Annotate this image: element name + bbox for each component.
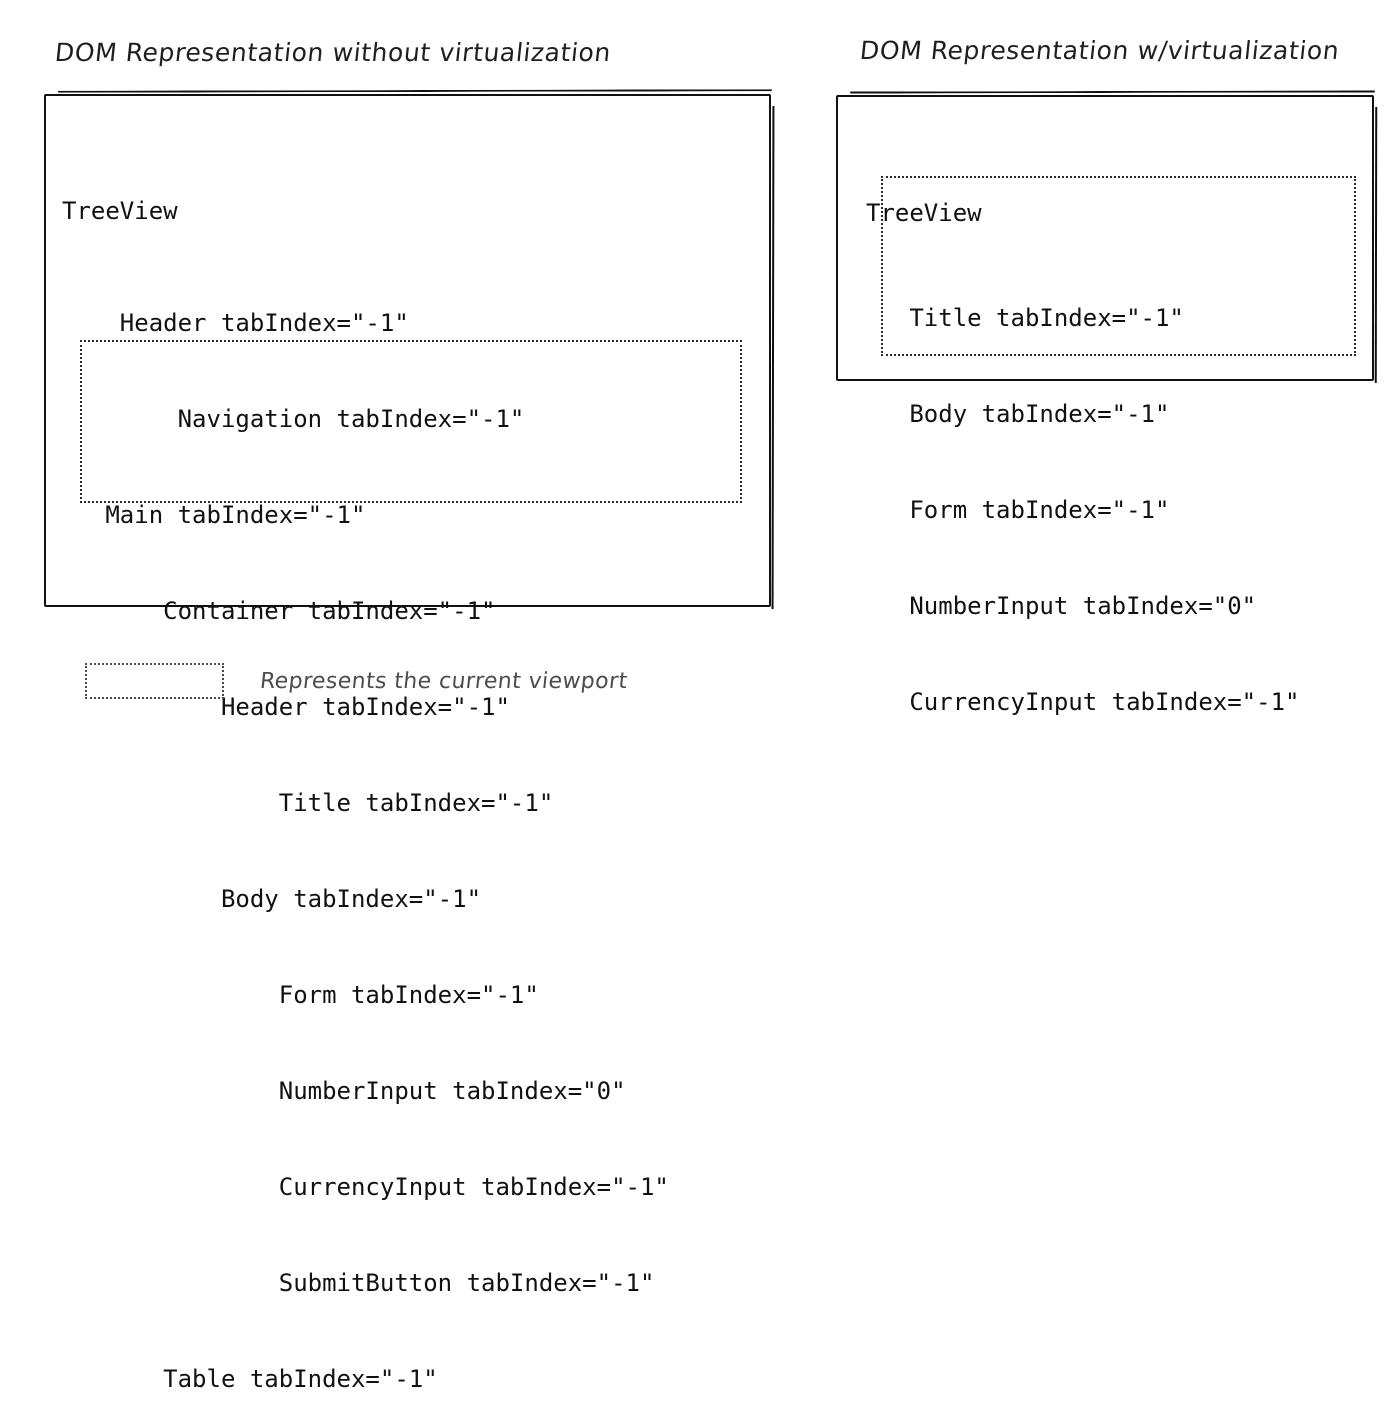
dom-tree-panel-without-virtualization xyxy=(44,94,771,607)
tree-line: Navigation tabIndex="-1" xyxy=(62,405,525,433)
tree-line: Form tabIndex="-1" xyxy=(62,981,539,1009)
tree-line: NumberInput tabIndex="0" xyxy=(866,592,1257,620)
tree-line: SubmitButton tabIndex="-1" xyxy=(62,1269,655,1297)
tree-line: Form tabIndex="-1" xyxy=(866,496,1170,524)
tree-line: CurrencyInput tabIndex="-1" xyxy=(62,1173,669,1201)
dom-tree-with-virtualization: TreeView Title tabIndex="-1" Body tabInd… xyxy=(866,133,1299,750)
tree-line: Title tabIndex="-1" xyxy=(62,789,554,817)
dom-tree-without-virtualization: TreeView Header tabIndex="-1" Navigation… xyxy=(62,131,669,1427)
tree-line: Header tabIndex="-1" xyxy=(62,693,510,721)
legend: Represents the current viewport xyxy=(85,663,629,699)
tree-line: Table tabIndex="-1" xyxy=(62,1365,438,1393)
tree-line: Container tabIndex="-1" xyxy=(62,597,496,625)
tree-line: Body tabIndex="-1" xyxy=(62,885,482,913)
legend-viewport-swatch xyxy=(85,663,224,699)
dom-tree-panel-with-virtualization xyxy=(836,95,1374,381)
tree-line: NumberInput tabIndex="0" xyxy=(62,1077,626,1105)
tree-line: Body tabIndex="-1" xyxy=(866,400,1170,428)
tree-root-node: TreeView xyxy=(62,197,178,225)
panel-title-with-virtualization: DOM Representation w/virtualization xyxy=(858,36,1341,65)
tree-line: Main tabIndex="-1" xyxy=(62,501,366,529)
panel-title-without-virtualization: DOM Representation without virtualizatio… xyxy=(53,38,613,67)
tree-root-node: TreeView xyxy=(866,199,982,227)
tree-line: Header tabIndex="-1" xyxy=(62,309,409,337)
legend-label: Represents the current viewport xyxy=(258,668,629,694)
tree-line: CurrencyInput tabIndex="-1" xyxy=(866,688,1300,716)
tree-line: Title tabIndex="-1" xyxy=(866,304,1184,332)
